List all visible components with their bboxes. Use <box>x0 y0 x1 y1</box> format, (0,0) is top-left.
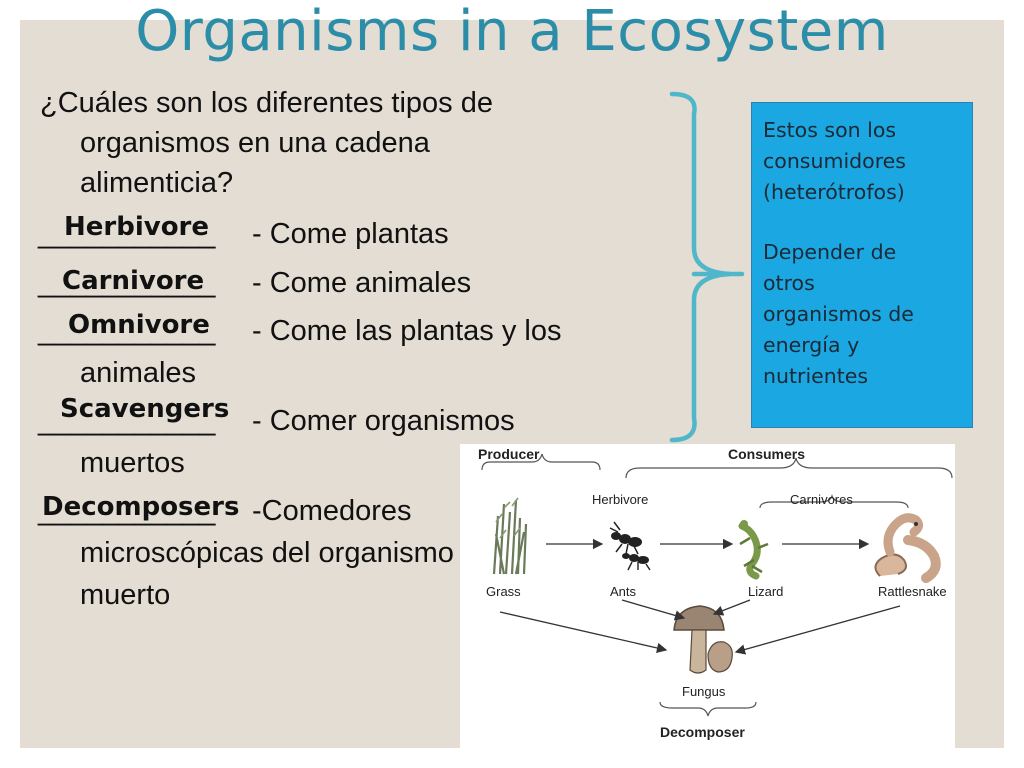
item-2-answer: Carnivore <box>62 266 205 296</box>
item-3-answer: Omnivore <box>68 310 210 340</box>
ants-label: Ants <box>610 584 637 599</box>
question-line-3: alimenticia? <box>80 167 234 199</box>
lizard-label: Lizard <box>748 584 784 599</box>
info-line: consumidores <box>763 148 906 173</box>
item-4-answer: Scavengers <box>60 394 230 424</box>
mushroom-icon <box>673 605 733 674</box>
info-line: (heterótrofos) <box>763 179 905 204</box>
info-line: organismos de <box>763 301 914 326</box>
consumers-label: Consumers <box>728 446 806 462</box>
producer-brace <box>481 453 601 471</box>
question-line-2: organismos en una cadena <box>80 127 430 159</box>
blank-line-1: ___________ <box>38 218 216 250</box>
consumers-brace <box>625 457 953 479</box>
item-3-continuation: animales <box>80 357 197 389</box>
consumers-info-box: Estos son los consumidores (heterótrofos… <box>751 102 973 428</box>
lizard-icon <box>738 520 769 580</box>
item-3-description: - Come las plantas y los <box>252 315 562 347</box>
herbivore-label: Herbivore <box>592 492 649 507</box>
info-line: otros <box>763 271 815 296</box>
item-4-continuation: muertos <box>80 447 185 479</box>
item-5-description: -Comedores <box>252 495 412 527</box>
grass-icon <box>492 497 528 575</box>
info-line: Estos son los <box>763 118 897 142</box>
question-line-1: ¿Cuáles son los diferentes tipos de <box>40 87 493 119</box>
producer-label: Producer <box>478 446 540 462</box>
curly-bracket <box>669 91 745 443</box>
diagram-graphics <box>481 453 953 717</box>
item-5-continuation-2: muerto <box>80 579 171 611</box>
item-1-description: - Come plantas <box>252 218 449 250</box>
decomposer-brace <box>659 701 757 717</box>
item-1-answer: Herbivore <box>64 212 210 242</box>
blank-line-4: ___________ <box>38 405 216 437</box>
food-chain-diagram: Producer Consumers Herbivore Carnivores … <box>460 444 955 748</box>
ants-icon <box>609 521 651 571</box>
item-2-description: - Come animales <box>252 267 472 299</box>
fungus-label: Fungus <box>682 684 726 699</box>
item-5-answer: Decomposers <box>42 492 240 522</box>
slide-title: Organisms in a Ecosystem <box>135 0 889 64</box>
info-line: energía y <box>763 332 860 357</box>
item-4-description: - Comer organismos <box>252 405 515 437</box>
rattlesnake-icon <box>874 513 941 583</box>
carnivores-brace <box>759 494 909 509</box>
carnivores-label: Carnivores <box>790 492 853 507</box>
blank-line-2: ___________ <box>38 267 216 299</box>
grass-label: Grass <box>486 584 521 599</box>
info-line: Depender de <box>763 240 897 265</box>
item-5-continuation: microscópicas del organismo <box>80 537 454 569</box>
blank-line-3: ___________ <box>38 315 216 347</box>
rattlesnake-label: Rattlesnake <box>878 584 947 599</box>
blank-line-5: ___________ <box>38 495 216 527</box>
decomposer-label: Decomposer <box>660 724 745 740</box>
info-line: nutrientes <box>763 363 869 388</box>
